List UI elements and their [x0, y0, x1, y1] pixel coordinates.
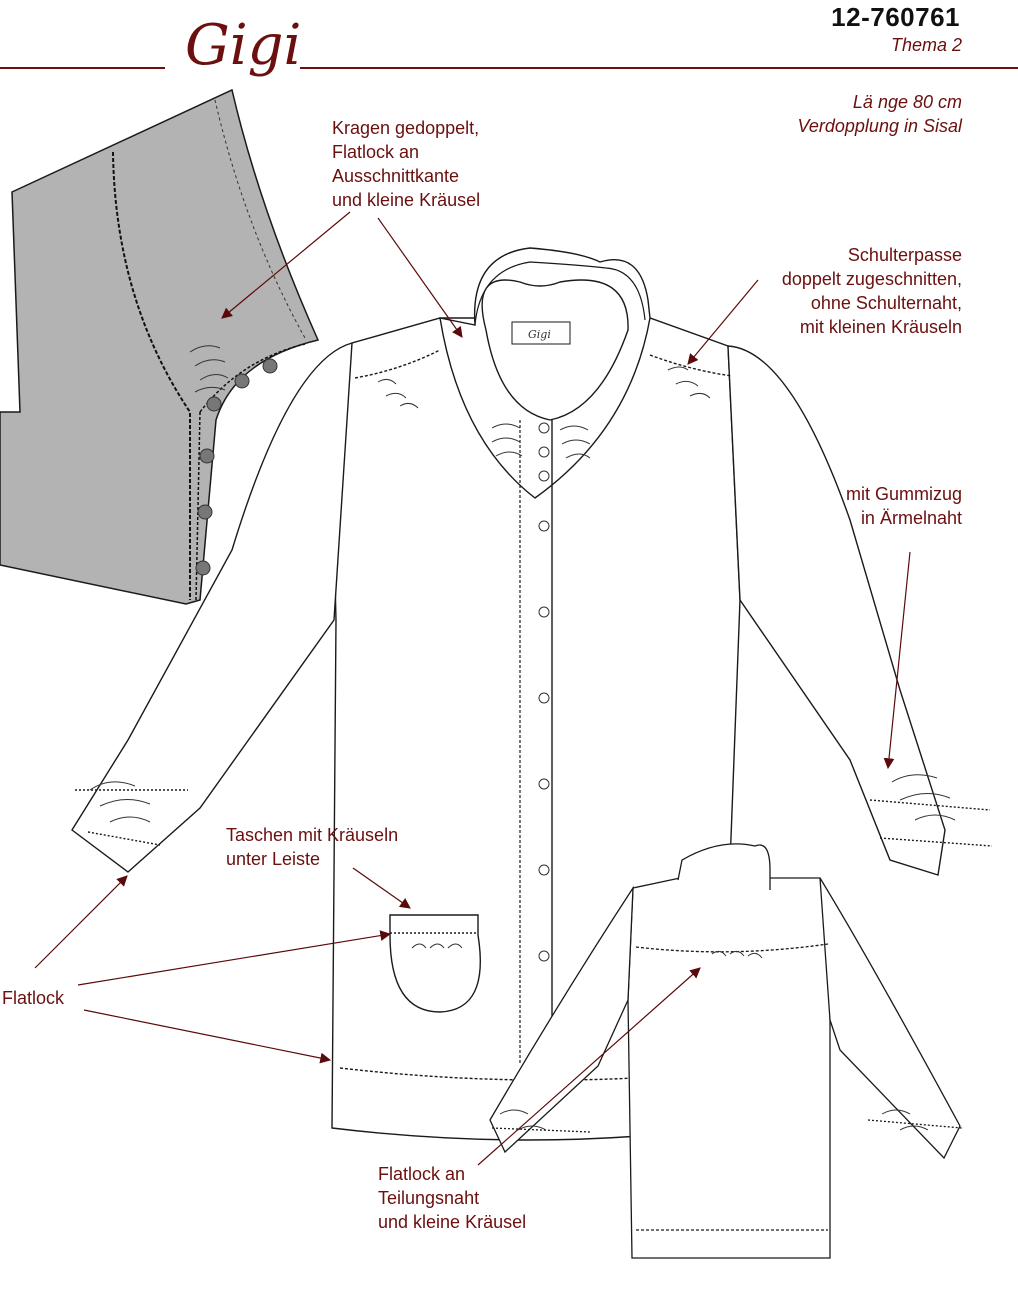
collar-line-4: und kleine Kräusel: [332, 190, 481, 210]
brand-logo: Gigi: [185, 13, 301, 78]
theme-label: Thema 2: [890, 35, 962, 55]
sleeve-line-2: in Ärmelnaht: [860, 508, 962, 528]
button: [197, 504, 213, 520]
article-number: 12-760761: [831, 2, 960, 32]
back-seam-line-3: und kleine Kräusel: [378, 1212, 527, 1232]
shoulder-line-4: mit kleinen Kräuseln: [799, 317, 962, 337]
pocket-line-1: Taschen mit Kräuseln: [226, 825, 399, 845]
collar-line-3: Ausschnittkante: [332, 166, 460, 186]
back-seam-annotation: Flatlock an Teilungsnaht und kleine Kräu…: [378, 1162, 526, 1234]
collar-annotation: Kragen gedoppelt, Flatlock an Ausschnitt…: [332, 116, 480, 212]
front-gathers: [89, 366, 956, 949]
brand-tag: [511, 321, 571, 345]
doubling-line: Verdopplung in Sisal: [797, 116, 962, 136]
button: [234, 373, 250, 389]
shoulder-annotation: Schulterpasse doppelt zugeschnitten, ohn…: [782, 243, 962, 339]
button: [195, 560, 211, 576]
collar-line-1: Kragen gedoppelt,: [332, 118, 480, 138]
pocket-line-2: unter Leiste: [226, 849, 321, 869]
sleeve-annotation: mit Gummizug in Ärmelnaht: [846, 482, 962, 530]
detail-view: [0, 88, 320, 605]
sleeve-line-1: mit Gummizug: [845, 484, 962, 504]
button: [206, 396, 222, 412]
length-note: Lä nge 80 cm Verdopplung in Sisal: [798, 90, 962, 138]
collar-line-2: Flatlock an: [332, 142, 420, 162]
front-buttons: [538, 422, 550, 962]
shoulder-line-1: Schulterpasse: [847, 245, 962, 265]
brand-tag-text: Gigi: [528, 328, 551, 341]
button: [199, 448, 215, 464]
flatlock-annotation: Flatlock: [2, 988, 65, 1008]
length-line: Lä nge 80 cm: [852, 92, 962, 112]
pocket-annotation: Taschen mit Kräuseln unter Leiste: [226, 823, 398, 871]
back-view: [489, 843, 963, 1259]
shoulder-line-3: ohne Schulternaht,: [810, 293, 962, 313]
back-gathers: [499, 950, 929, 1131]
back-seam-line-2: Teilungsnaht: [378, 1188, 480, 1208]
back-seam-line-1: Flatlock an: [378, 1164, 466, 1184]
button: [262, 358, 278, 374]
callout-arrows: [34, 211, 911, 1166]
shoulder-line-2: doppelt zugeschnitten,: [781, 269, 962, 289]
